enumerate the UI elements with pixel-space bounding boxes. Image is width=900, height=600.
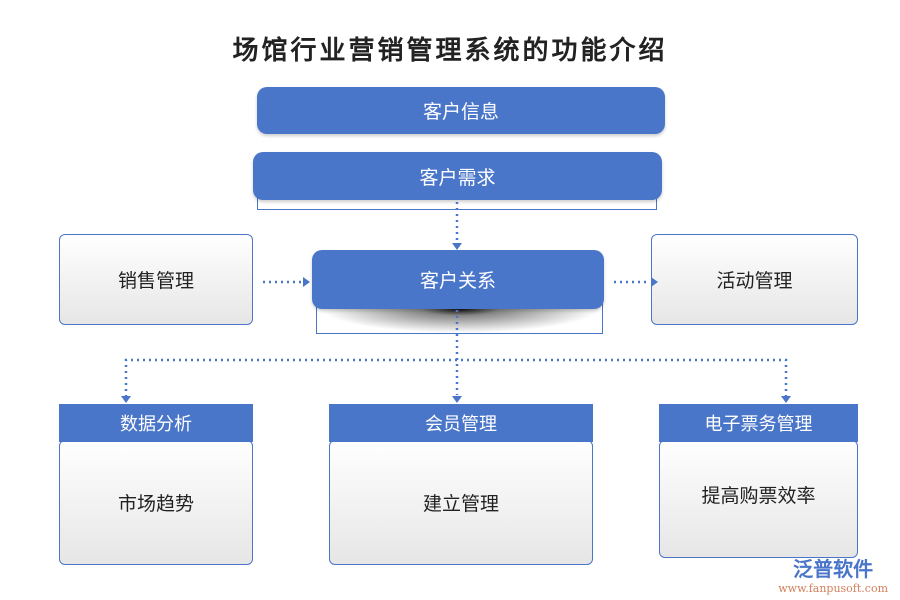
box-label: 活动管理 [716, 270, 793, 292]
customer-info-box: 客户信息 [257, 87, 665, 134]
box-label: 建立管理 [422, 493, 499, 515]
membership-header: 会员管理 [329, 404, 593, 442]
page-title: 场馆行业营销管理系统的功能介绍 [232, 36, 668, 66]
shadow [320, 309, 600, 333]
ticketing-header: 电子票务管理 [659, 404, 858, 442]
box-label: 市场趋势 [117, 493, 194, 515]
brand-logo: 泛普软件 www.fanpusoft.com [778, 553, 888, 595]
customer-relation-box: 客户关系 [312, 250, 604, 309]
box-label: 电子票务管理 [704, 414, 813, 435]
sales-management-box: 销售管理 [59, 234, 253, 325]
box-label: 客户关系 [419, 270, 496, 292]
activity-management-box: 活动管理 [651, 234, 858, 325]
customer-needs-box: 客户需求 [253, 152, 662, 200]
data-analysis-header: 数据分析 [59, 404, 253, 442]
logo-url: www.fanpusoft.com [778, 582, 888, 595]
box-label: 客户信息 [422, 101, 499, 123]
membership-body: 建立管理 [329, 440, 593, 565]
box-label: 会员管理 [425, 414, 497, 435]
box-label: 提高购票效率 [701, 484, 816, 507]
box-label: 数据分析 [120, 414, 192, 435]
box-label: 销售管理 [117, 270, 194, 292]
ticketing-body: 提高购票效率 [659, 440, 858, 558]
logo-name: 泛普软件 [793, 557, 874, 581]
data-analysis-body: 市场趋势 [59, 440, 253, 565]
box-label: 客户需求 [419, 166, 496, 189]
